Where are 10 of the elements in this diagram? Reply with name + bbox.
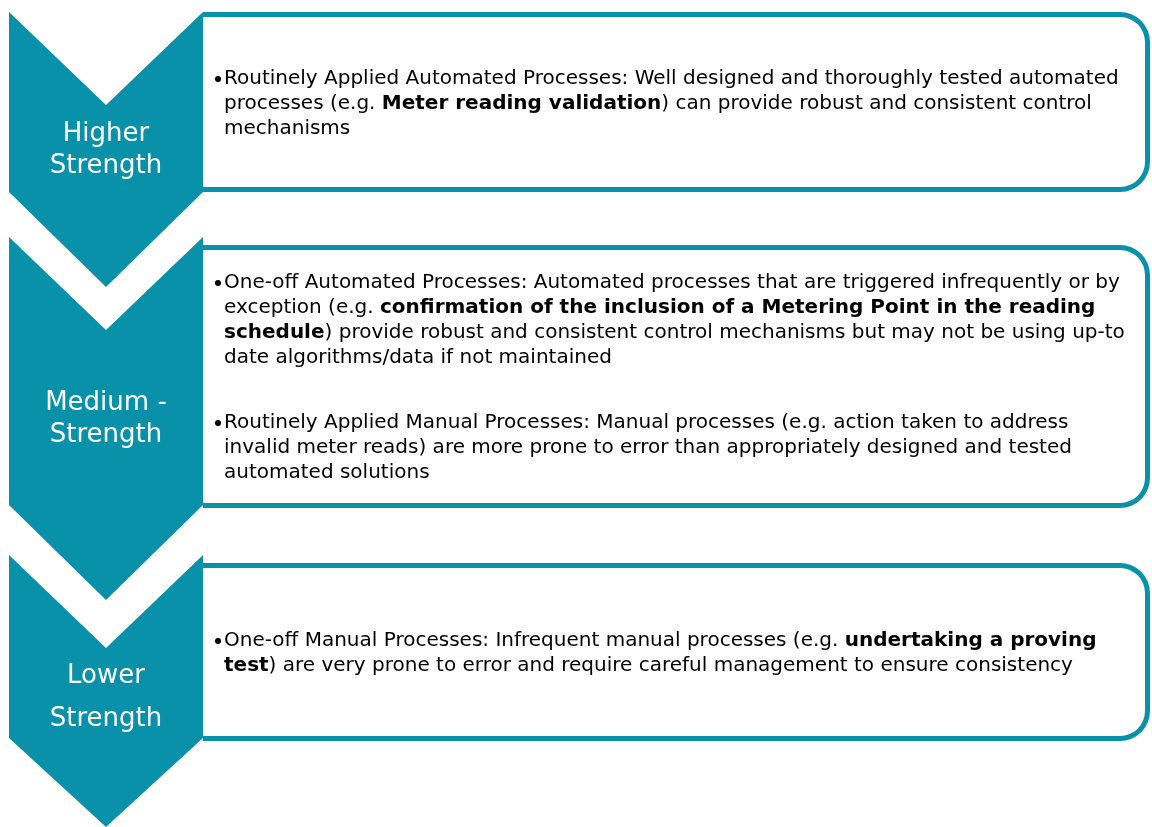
strength-label: Higher Strength — [48, 116, 164, 180]
bullet-text: Routinely Applied Manual Processes: Manual processes (e.g. action taken to address invalid meter reads) are more prone to error than appropriately designed and tested automated solutions — [224, 409, 1073, 484]
process-box — [203, 245, 1150, 508]
bullet-text: One-off Automated Processes: Automated processes that are triggered infrequently or by exception (e.g. confirmation of the inclusion of a Metering Point in the reading schedule) provide robust and consistent control mechanisms but may not be using up-to date algorithms/data if not maintained — [224, 269, 1126, 369]
process-box — [203, 563, 1150, 741]
process-box — [203, 12, 1150, 192]
strength-label: Lower Strength — [48, 658, 164, 734]
strength-label: Medium - Strength — [44, 385, 168, 449]
bullet-text: Routinely Applied Automated Processes: Well designed and thoroughly tested automated processes (e.g. Meter reading validation) can provide robust and consistent control mechanisms — [224, 64, 1120, 140]
bullet-text: One-off Manual Processes: Infrequent manual processes (e.g. undertaking a proving test) are very prone to error and require careful management to ensure consistency — [224, 627, 1098, 677]
